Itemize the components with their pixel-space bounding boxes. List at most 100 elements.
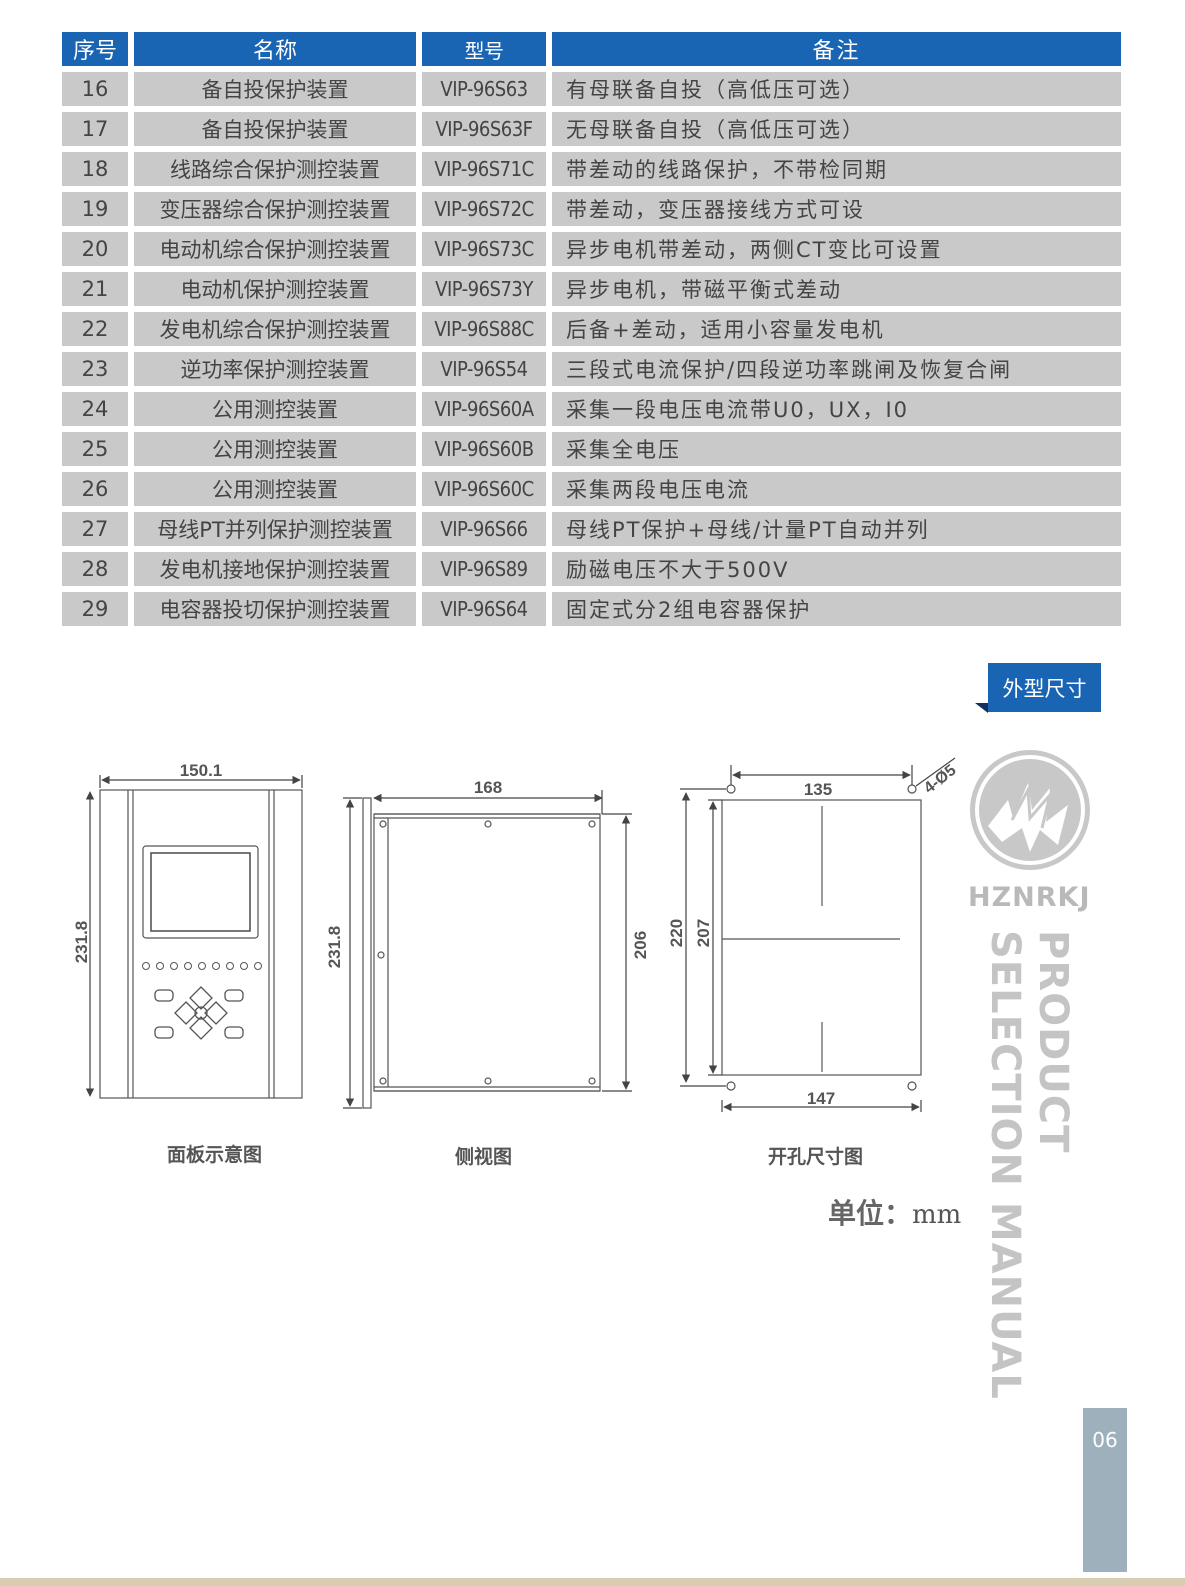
cutout-inner-height-label: 207: [694, 919, 713, 947]
cell-name: 电容器投切保护测控装置: [134, 592, 416, 626]
cell-note: 异步电机带差动，两侧CT变比可设置: [552, 232, 1121, 266]
cell-note: 采集全电压: [552, 432, 1121, 466]
cell-name: 发电机接地保护测控装置: [134, 552, 416, 586]
cell-no: 23: [62, 352, 128, 386]
cell-model: VIP-96S88C: [422, 312, 546, 346]
cell-name: 线路综合保护测控装置: [134, 152, 416, 186]
cell-name: 公用测控装置: [134, 392, 416, 426]
header-no: 序号: [62, 32, 128, 66]
cell-note: 采集一段电压电流带U0，UX，I0: [552, 392, 1121, 426]
cell-name: 备自投保护装置: [134, 112, 416, 146]
table-header: 序号 名称 型号 备注: [62, 32, 1121, 66]
panel-width-label: 150.1: [180, 761, 223, 780]
cell-model: VIP-96S66: [422, 512, 546, 546]
section-tag: 外型尺寸: [988, 663, 1101, 712]
section-tag-corner: [975, 703, 988, 713]
cell-no: 26: [62, 472, 128, 506]
cell-name: 变压器综合保护测控装置: [134, 192, 416, 226]
side-height-label: 231.8: [325, 926, 344, 969]
panel-front-view: [99, 789, 303, 1099]
cell-model: VIP-96S60B: [422, 432, 546, 466]
cell-name: 母线PT并列保护测控装置: [134, 512, 416, 546]
cutout-outer-height-label: 220: [667, 919, 686, 947]
cell-name: 发电机综合保护测控装置: [134, 312, 416, 346]
cutout-view: [721, 784, 922, 1091]
cell-no: 21: [62, 272, 128, 306]
panel-caption: 面板示意图: [167, 1144, 263, 1166]
cell-no: 16: [62, 72, 128, 106]
cell-name: 电动机保护测控装置: [134, 272, 416, 306]
cell-model: VIP-96S60A: [422, 392, 546, 426]
cell-note: 固定式分2组电容器保护: [552, 592, 1121, 626]
header-model: 型号: [422, 32, 546, 66]
cell-note: 母线PT保护+母线/计量PT自动并列: [552, 512, 1121, 546]
panel-height-label: 231.8: [72, 921, 91, 964]
page-number: 06: [1083, 1408, 1127, 1572]
cell-model: VIP-96S73Y: [422, 272, 546, 306]
unit-text: 单位：: [828, 1197, 913, 1230]
cell-model: VIP-96S64: [422, 592, 546, 626]
cell-model: VIP-96S63: [422, 72, 546, 106]
company-logo-icon: [970, 750, 1090, 870]
unit-label: 单位：mm: [828, 1192, 961, 1232]
brand-line-product: PRODUCT: [1030, 930, 1076, 1154]
cell-model: VIP-96S60C: [422, 472, 546, 506]
cell-note: 异步电机，带磁平衡式差动: [552, 272, 1121, 306]
cell-name: 公用测控装置: [134, 432, 416, 466]
cell-note: 带差动的线路保护，不带检同期: [552, 152, 1121, 186]
cell-name: 公用测控装置: [134, 472, 416, 506]
cell-model: VIP-96S63F: [422, 112, 546, 146]
cell-model: VIP-96S71C: [422, 152, 546, 186]
cell-note: 后备+差动，适用小容量发电机: [552, 312, 1121, 346]
cell-no: 29: [62, 592, 128, 626]
header-name: 名称: [134, 32, 416, 66]
bottom-bar: [0, 1578, 1185, 1586]
brand-name: HZNRKJ: [968, 882, 1091, 913]
keypad: [154, 986, 244, 1040]
cell-no: 28: [62, 552, 128, 586]
cell-model: VIP-96S89: [422, 552, 546, 586]
side-depth-label: 168: [474, 778, 502, 797]
cutout-bottom-width-label: 147: [807, 1089, 835, 1108]
cutout-top-width-label: 135: [804, 780, 832, 799]
cell-name: 逆功率保护测控装置: [134, 352, 416, 386]
cell-no: 24: [62, 392, 128, 426]
side-inner-height-label: 206: [631, 931, 650, 959]
brand-line-manual: SELECTION MANUAL: [982, 930, 1028, 1400]
cell-no: 17: [62, 112, 128, 146]
cell-name: 电动机综合保护测控装置: [134, 232, 416, 266]
cell-no: 19: [62, 192, 128, 226]
cell-note: 励磁电压不大于500V: [552, 552, 1121, 586]
cell-note: 无母联备自投（高低压可选）: [552, 112, 1121, 146]
cutout-hole-label: 4-Ø5: [921, 762, 960, 797]
side-caption: 侧视图: [455, 1146, 513, 1168]
cell-note: 带差动，变压器接线方式可设: [552, 192, 1121, 226]
cell-name: 备自投保护装置: [134, 72, 416, 106]
header-note: 备注: [552, 32, 1121, 66]
unit-value: mm: [912, 1200, 962, 1230]
cell-model: VIP-96S73C: [422, 232, 546, 266]
cell-no: 22: [62, 312, 128, 346]
cell-model: VIP-96S54: [422, 352, 546, 386]
cell-note: 有母联备自投（高低压可选）: [552, 72, 1121, 106]
cell-no: 27: [62, 512, 128, 546]
cell-no: 20: [62, 232, 128, 266]
cell-model: VIP-96S72C: [422, 192, 546, 226]
cutout-caption: 开孔尺寸图: [768, 1146, 864, 1168]
cell-no: 18: [62, 152, 128, 186]
